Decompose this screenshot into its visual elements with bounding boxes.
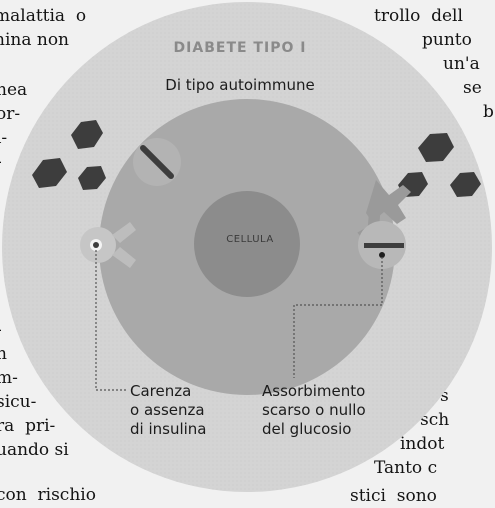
text-line: ra pri- xyxy=(0,416,56,436)
text-line: se xyxy=(463,78,482,98)
text-line: m- xyxy=(0,368,18,388)
receptor-icon xyxy=(80,222,136,268)
caption-insulin: Carenza o assenza di insulina xyxy=(130,382,207,438)
connector-line-left xyxy=(95,250,128,391)
text-line: sch xyxy=(420,410,450,430)
diagram-title: DIABETE TIPO I xyxy=(173,40,307,56)
text-line: Tanto c xyxy=(374,458,438,478)
text-line: i- xyxy=(0,128,8,148)
text-line: un'a xyxy=(443,54,480,74)
text-line: n xyxy=(0,344,7,364)
text-line: indot xyxy=(400,434,445,454)
text-line: sicu- xyxy=(0,392,37,412)
text-line: or- xyxy=(0,104,21,124)
text-line: - xyxy=(0,150,2,174)
diagram-subtitle: Di tipo autoimmune xyxy=(165,76,315,94)
text-line: malattia o xyxy=(0,6,87,26)
blocked-channel-icon xyxy=(133,138,181,186)
text-line: punto xyxy=(422,30,472,50)
text-line: uando si xyxy=(0,440,69,460)
text-line: - xyxy=(0,318,2,342)
connector-line-right xyxy=(293,257,383,378)
text-line: b xyxy=(483,102,494,122)
cell-nucleus xyxy=(194,191,300,297)
text-line: nina non xyxy=(0,30,70,50)
text-line: nea xyxy=(0,80,28,100)
text-line: trollo dell xyxy=(374,6,463,26)
text-line: s xyxy=(440,386,449,406)
insulin-hexagon-icon xyxy=(32,120,106,190)
glucose-channel-icon xyxy=(358,221,406,269)
diabetes-diagram xyxy=(2,2,492,492)
caption-glucose: Assorbimento scarso o nullo del glucosio xyxy=(262,382,366,438)
cell-label: CELLULA xyxy=(226,234,274,245)
